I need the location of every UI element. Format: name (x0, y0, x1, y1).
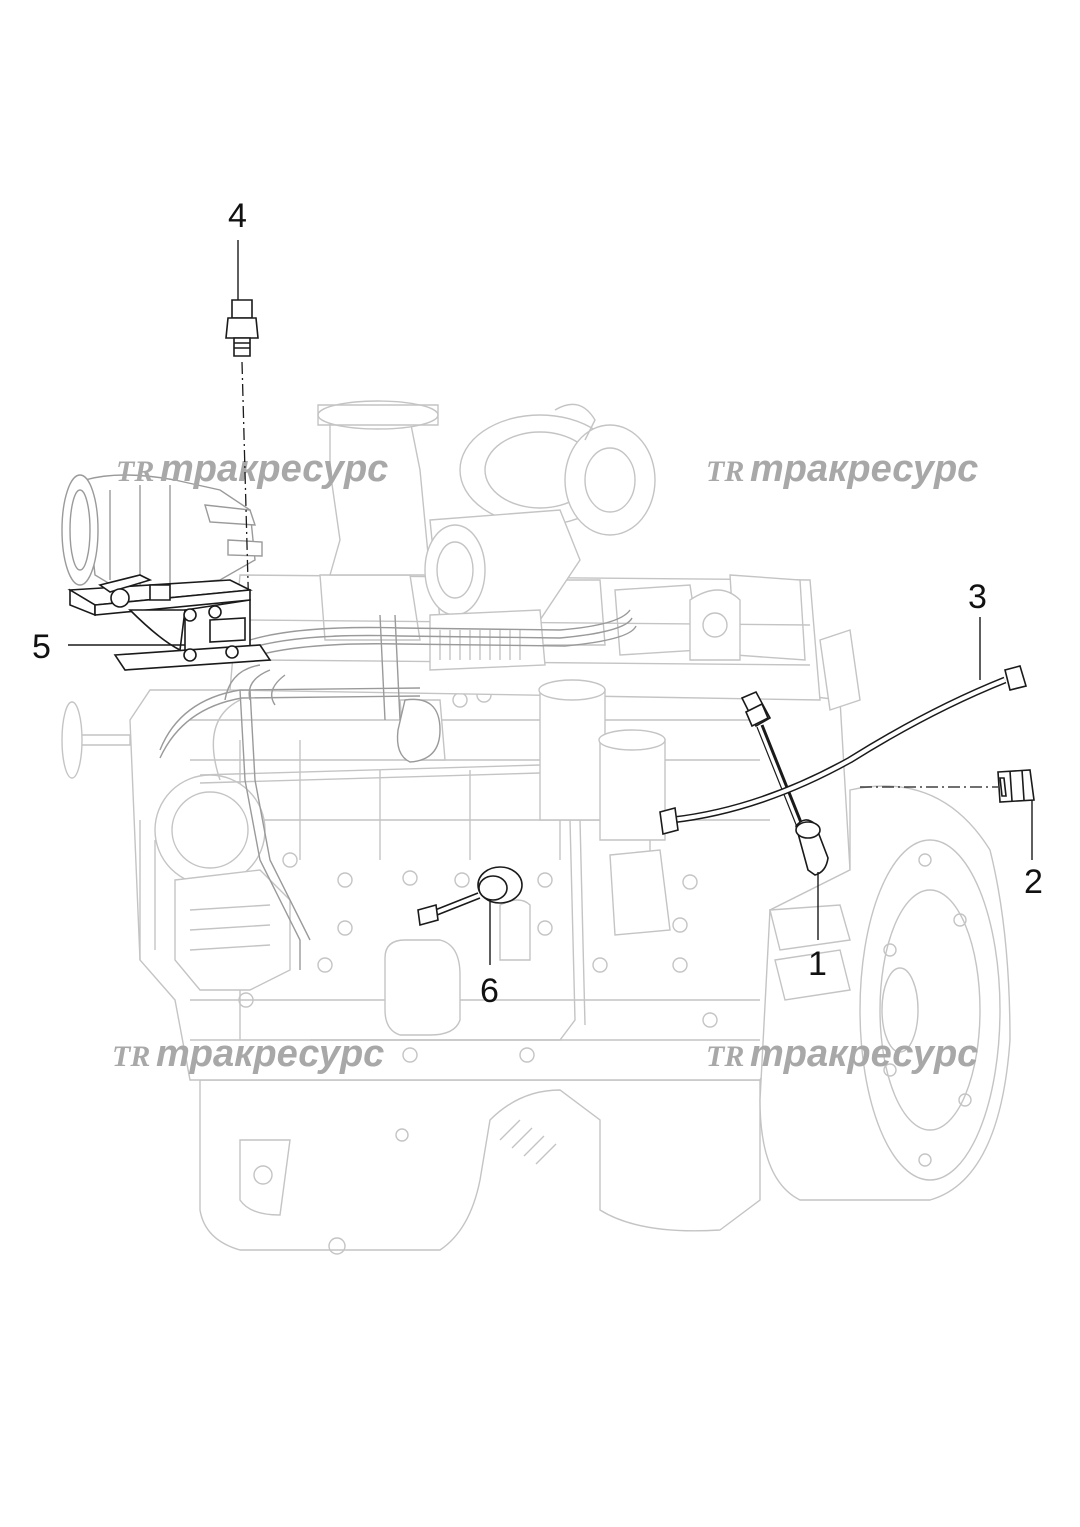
watermark-bottom-left: TR тракресурс (112, 1033, 384, 1075)
callout-4: 4 (228, 197, 247, 300)
callout-6: 6 (480, 900, 499, 1010)
watermark-top-right: TR тракресурс (706, 448, 978, 490)
watermark-text: тракресурс (750, 448, 978, 490)
engine-ghost (61, 400, 1011, 1255)
oil-pressure-sensor (417, 866, 523, 927)
callout-label: 1 (808, 945, 827, 983)
callout-label: 6 (480, 972, 499, 1010)
callout-label: 5 (32, 628, 51, 666)
sensor-harness (659, 665, 1028, 836)
watermark-text: тракресурс (160, 448, 388, 490)
watermark-text: тракресурс (156, 1033, 384, 1075)
watermark-logo: TR (706, 455, 744, 488)
watermark-text: тракресурс (750, 1033, 978, 1075)
engine-midtone-parts (61, 474, 637, 970)
callout-label: 4 (228, 197, 247, 235)
watermark-bottom-right: TR тракресурс (706, 1033, 978, 1075)
watermark-logo: TR (706, 1040, 744, 1073)
speed-sensor (740, 690, 829, 876)
watermark-logo: TR (116, 455, 154, 488)
callout-label: 3 (968, 578, 987, 616)
mounting-bracket (67, 574, 272, 671)
callout-2: 2 (1024, 800, 1043, 901)
callout-1: 1 (808, 872, 827, 983)
temperature-sender (225, 299, 259, 357)
callout-5: 5 (32, 628, 185, 666)
callout-3: 3 (968, 578, 987, 680)
watermark-logo: TR (112, 1040, 150, 1073)
callout-label: 2 (1024, 863, 1043, 901)
watermark-top-left: TR тракресурс (116, 448, 388, 490)
connector (997, 769, 1035, 803)
